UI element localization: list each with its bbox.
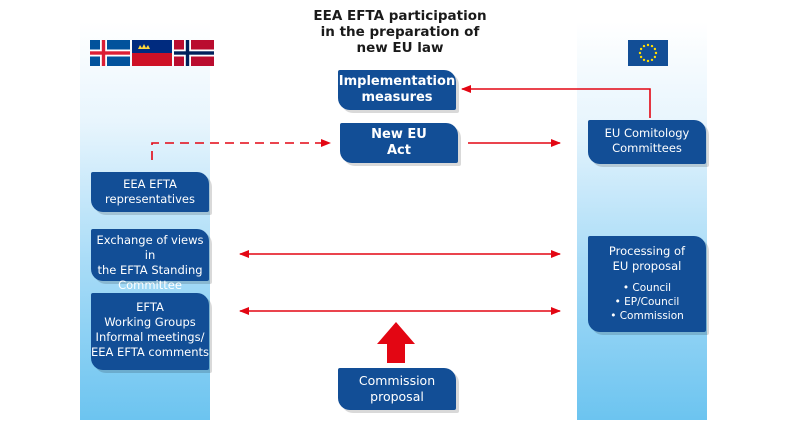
norway-flag-icon bbox=[174, 40, 214, 66]
new-eu-act-box: New EU Act bbox=[340, 123, 458, 163]
implementation-line-1: Implementation bbox=[338, 74, 456, 89]
title-line-1: EEA EFTA participation bbox=[313, 8, 487, 24]
eea-efta-representatives-box: EEA EFTA representatives bbox=[91, 172, 209, 212]
standing-committee-line-2: the EFTA Standing bbox=[97, 263, 203, 277]
implementation-measures-box: Implementation measures bbox=[338, 70, 456, 110]
commission-proposal-line-2: proposal bbox=[370, 389, 424, 404]
efta-standing-committee-box: Exchange of views in the EFTA Standing C… bbox=[91, 229, 209, 292]
standing-committee-line-1: Exchange of views in bbox=[96, 233, 204, 262]
title-line-3: new EU law bbox=[356, 40, 444, 56]
working-groups-line-1: EFTA bbox=[136, 300, 164, 314]
standing-committee-line-3: Committee bbox=[118, 278, 182, 292]
comitology-line-2: Committees bbox=[612, 141, 682, 155]
new-act-line-2: Act bbox=[387, 143, 411, 158]
implementation-line-2: measures bbox=[361, 90, 433, 105]
representatives-to-new-act-dashed-arrow bbox=[151, 139, 331, 160]
comitology-to-implementation-arrow bbox=[461, 85, 651, 118]
comitology-line-1: EU Comitology bbox=[604, 126, 690, 140]
processing-line-2: EU proposal bbox=[612, 259, 682, 273]
liechtenstein-flag-icon bbox=[132, 40, 172, 66]
title-line-2: in the preparation of bbox=[320, 24, 480, 40]
efta-working-groups-box: EFTA Working Groups Informal meetings/ E… bbox=[91, 293, 209, 370]
diagram-title: EEA EFTA participation in the preparatio… bbox=[280, 8, 520, 56]
processing-line-1: Processing of bbox=[608, 244, 686, 258]
new-act-line-1: New EU bbox=[371, 127, 427, 142]
processing-bullet-commission: • Commission bbox=[610, 310, 684, 322]
commission-proposal-box: Commission proposal bbox=[338, 368, 456, 410]
commission-proposal-up-arrow bbox=[377, 322, 415, 363]
iceland-flag-icon bbox=[90, 40, 130, 66]
eu-flag-icon bbox=[628, 40, 668, 66]
working-groups-line-2: Working Groups bbox=[104, 315, 196, 329]
representatives-line-1: EEA EFTA bbox=[123, 177, 177, 191]
working-groups-line-3: Informal meetings/ bbox=[95, 330, 205, 344]
processing-bullet-council: • Council bbox=[622, 282, 672, 294]
eu-comitology-committees-box: EU Comitology Committees bbox=[588, 120, 706, 164]
processing-spacer bbox=[588, 274, 706, 281]
processing-eu-proposal-box: Processing of EU proposal • Council • EP… bbox=[588, 236, 706, 332]
commission-proposal-line-1: Commission bbox=[358, 373, 436, 388]
representatives-line-2: representatives bbox=[105, 192, 195, 206]
working-groups-line-4: EEA EFTA comments bbox=[91, 345, 210, 359]
processing-bullet-ep-council: • EP/Council bbox=[614, 296, 680, 308]
